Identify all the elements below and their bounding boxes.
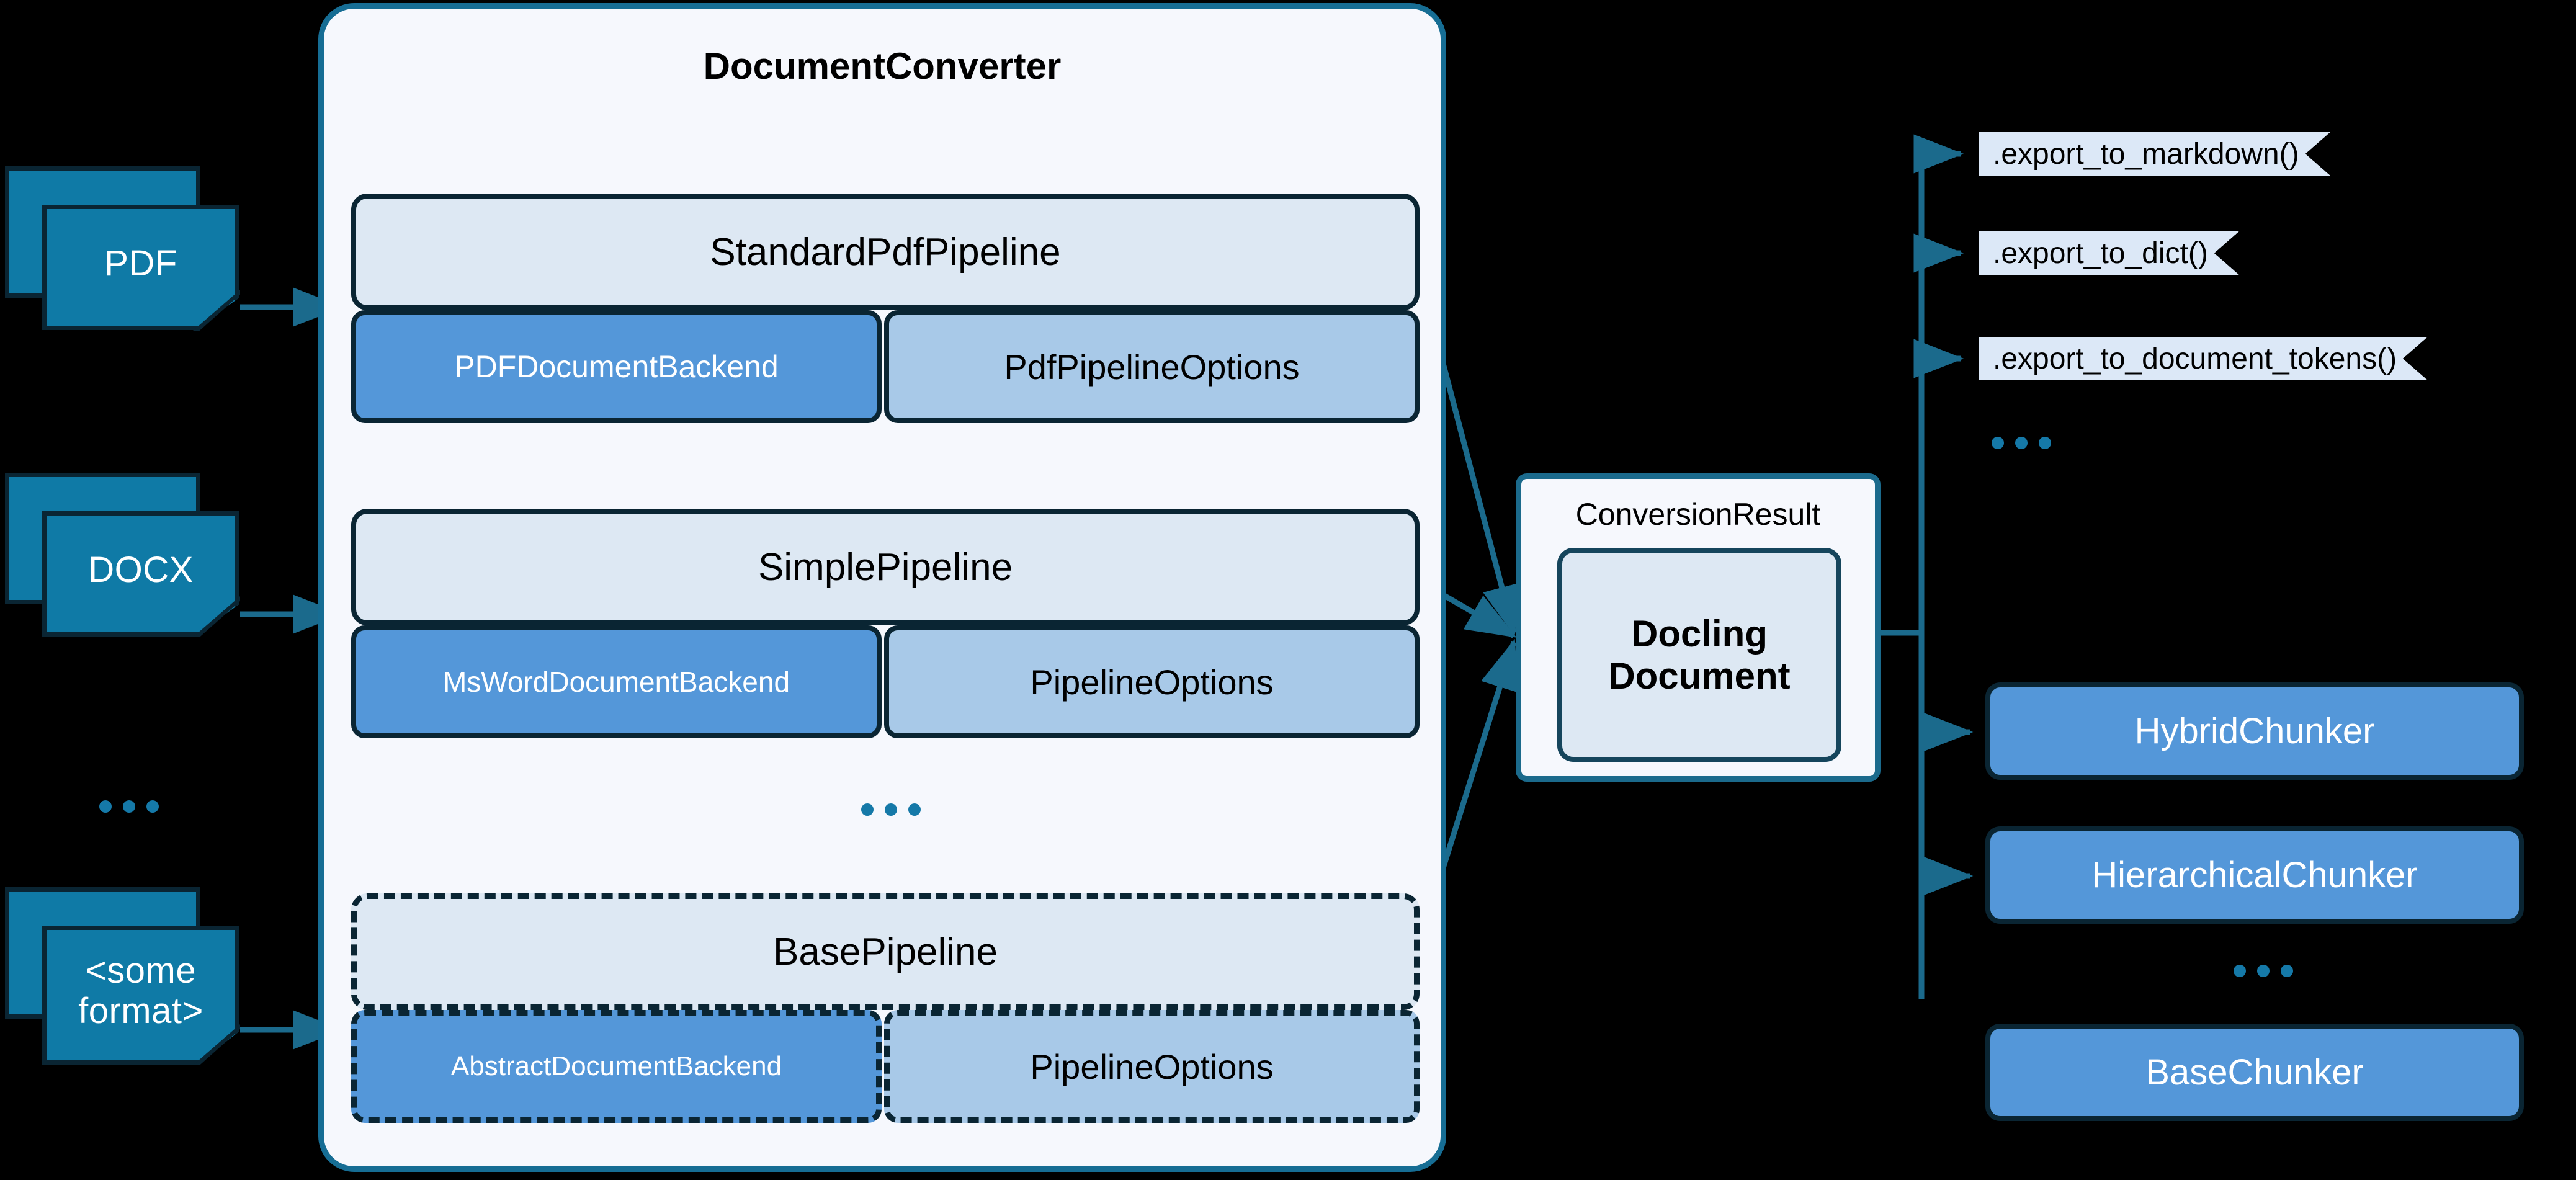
- base-pipeline-backend[interactable]: AbstractDocumentBackend: [351, 1010, 882, 1123]
- input-ellipsis: [99, 800, 159, 813]
- base-pipeline-head[interactable]: BasePipeline: [351, 893, 1420, 1010]
- input-doc-pdf[interactable]: PDF: [5, 166, 247, 331]
- export-ellipsis: [1992, 437, 2051, 449]
- export-to-document-tokens[interactable]: .export_to_document_tokens(): [1979, 337, 2428, 380]
- base-chunker[interactable]: BaseChunker: [1985, 1024, 2524, 1121]
- doc-front-sheet: [42, 511, 239, 637]
- standard-pdf-pipeline-head[interactable]: StandardPdfPipeline: [351, 194, 1420, 310]
- input-doc-label: PDF: [104, 243, 177, 284]
- chevron-tip-icon: [2305, 132, 2330, 176]
- export-to-markdown[interactable]: .export_to_markdown(): [1979, 132, 2330, 176]
- standard-pdf-pipeline-backend[interactable]: PDFDocumentBackend: [351, 310, 882, 423]
- input-doc-some-format[interactable]: <some format>: [5, 887, 247, 1067]
- input-doc-label: DOCX: [88, 549, 194, 590]
- pipeline-ellipsis: [861, 803, 921, 816]
- simple-pipeline-backend[interactable]: MsWordDocumentBackend: [351, 625, 882, 738]
- doc-front-sheet: [42, 205, 239, 330]
- chevron-tip-icon: [2214, 231, 2239, 275]
- base-pipeline-options[interactable]: PipelineOptions: [884, 1010, 1420, 1123]
- simple-pipeline-head[interactable]: SimplePipeline: [351, 509, 1420, 625]
- chevron-tip-icon: [2403, 337, 2428, 380]
- export-label: .export_to_document_tokens(): [1979, 337, 2404, 380]
- hybrid-chunker[interactable]: HybridChunker: [1985, 682, 2524, 780]
- input-doc-docx[interactable]: DOCX: [5, 473, 247, 637]
- chunker-ellipsis: [2234, 965, 2293, 977]
- simple-pipeline-options[interactable]: PipelineOptions: [884, 625, 1420, 738]
- conversion-result-title: ConversionResult: [1575, 497, 1821, 532]
- doc-front-sheet: [42, 926, 239, 1065]
- hierarchical-chunker[interactable]: HierarchicalChunker: [1985, 826, 2524, 924]
- export-to-dict[interactable]: .export_to_dict(): [1979, 231, 2239, 275]
- input-doc-label: <some format>: [78, 950, 203, 1031]
- docling-document-box[interactable]: Docling Document: [1557, 548, 1841, 762]
- page-title: DocumentConverter: [703, 45, 1062, 87]
- export-label: .export_to_dict(): [1979, 231, 2214, 275]
- standard-pdf-pipeline-options[interactable]: PdfPipelineOptions: [884, 310, 1420, 423]
- export-label: .export_to_markdown(): [1979, 132, 2305, 176]
